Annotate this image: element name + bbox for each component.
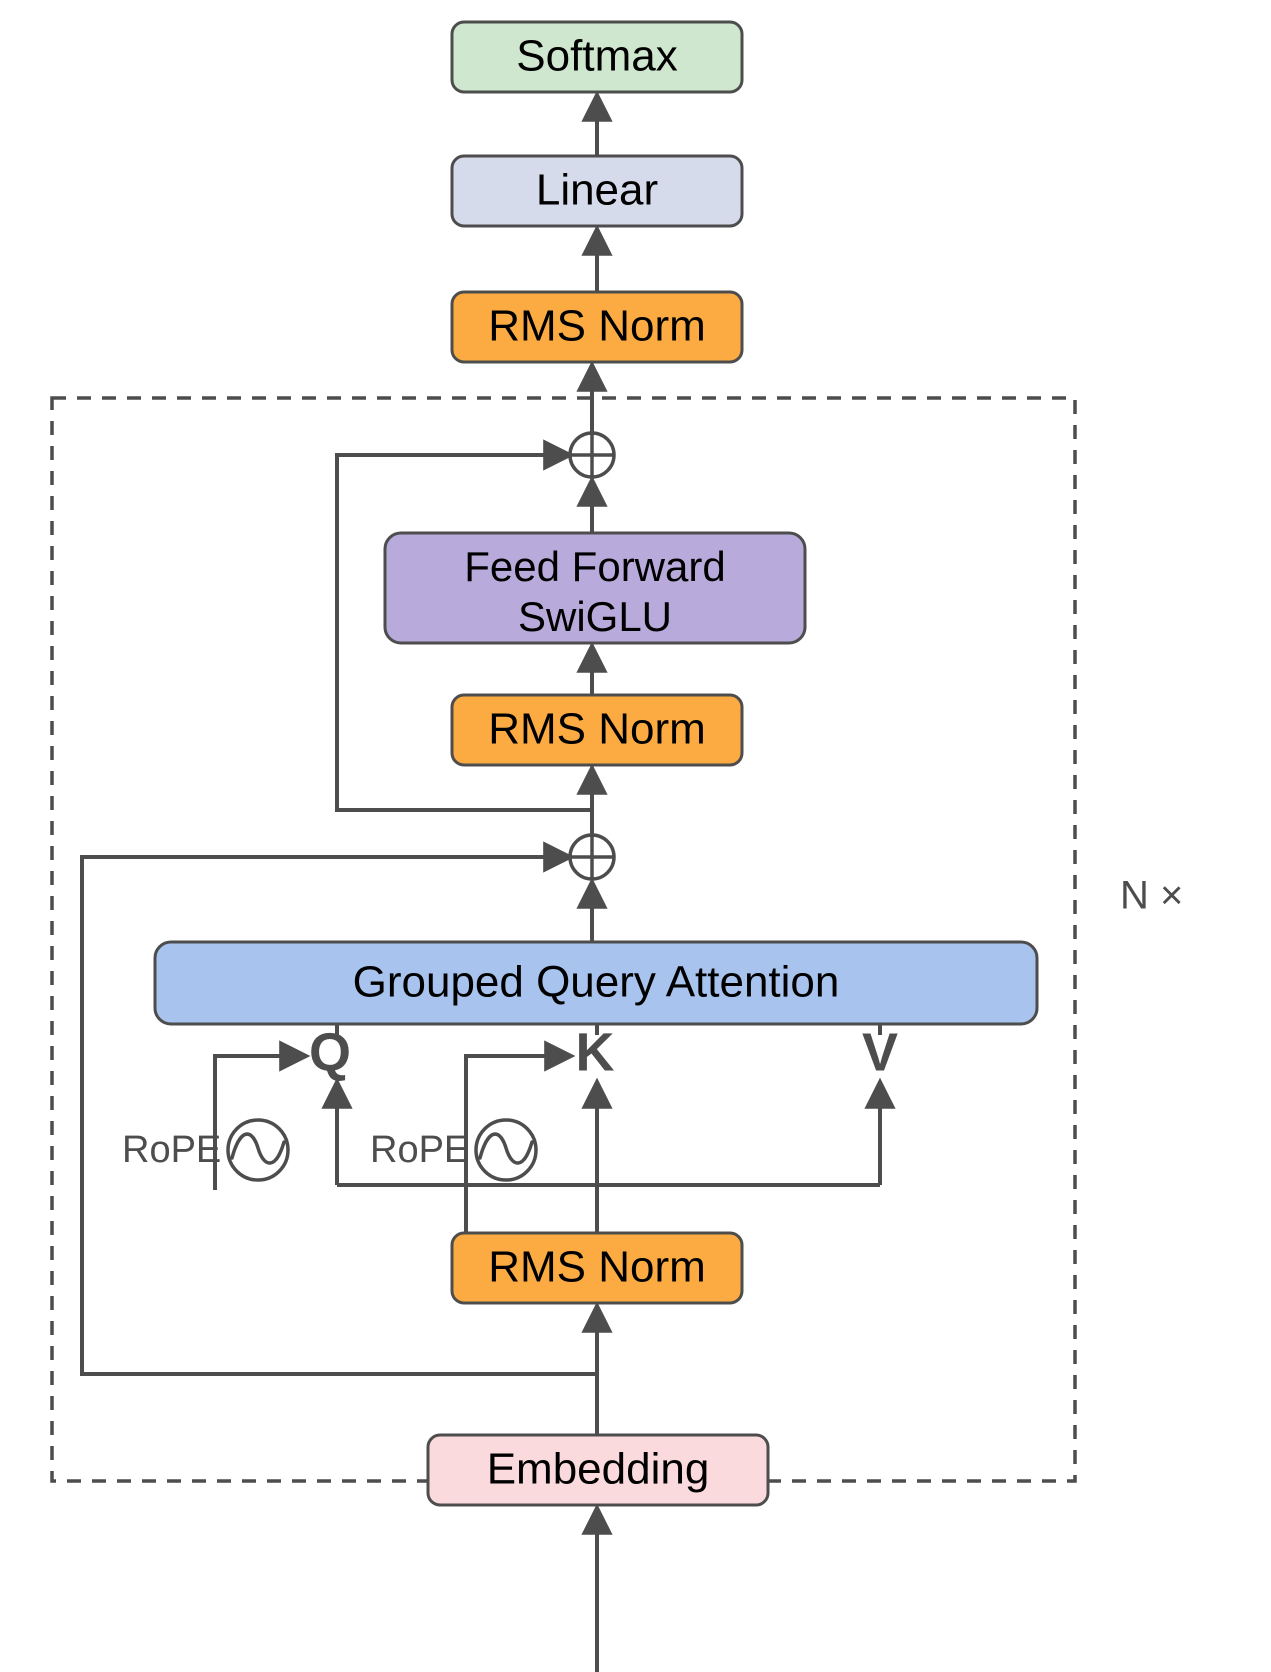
node-rms-norm-mid[interactable]: RMS Norm — [450, 693, 744, 767]
grouped-query-attention-label: Grouped Query Attention — [353, 958, 840, 1007]
adder-attention — [568, 833, 616, 881]
node-feed-forward[interactable]: Feed Forward SwiGLU — [383, 531, 807, 645]
rms-norm-bottom-box[interactable] — [450, 1231, 744, 1305]
rope-key-wave-icon — [478, 1132, 534, 1165]
rope-key-label: RoPE — [370, 1129, 469, 1171]
softmax-label: Softmax — [516, 32, 677, 81]
repeated-block-outline — [50, 396, 1077, 1483]
arrow-rope-q-to-q — [213, 1040, 311, 1190]
node-grouped-query-attention[interactable]: Grouped Query Attention — [153, 940, 1039, 1026]
adder-feedforward — [568, 431, 616, 479]
grouped-query-attention-box[interactable] — [153, 940, 1039, 1026]
rope-query-wave-icon — [230, 1132, 286, 1165]
feed-forward-label-line1: Feed Forward — [464, 543, 725, 590]
node-linear[interactable]: Linear — [450, 154, 744, 228]
feed-forward-box[interactable] — [383, 531, 807, 645]
key-label: K — [576, 1022, 615, 1082]
node-rms-norm-bottom[interactable]: RMS Norm — [450, 1231, 744, 1305]
rms-norm-mid-label: RMS Norm — [488, 705, 706, 754]
rope-module-key[interactable]: RoPE — [370, 1118, 538, 1182]
rms-norm-bottom-label: RMS Norm — [488, 1243, 706, 1292]
node-softmax[interactable]: Softmax — [450, 20, 744, 94]
rope-query-label: RoPE — [122, 1129, 221, 1171]
linear-label: Linear — [536, 166, 658, 215]
rope-module-query[interactable]: RoPE — [122, 1118, 290, 1182]
value-label: V — [862, 1022, 898, 1082]
residual-attention-path — [80, 841, 597, 1376]
feed-forward-label-line2: SwiGLU — [518, 593, 672, 640]
rope-query-icon — [226, 1118, 290, 1182]
arrow-rope-k-to-k — [464, 1040, 576, 1245]
node-embedding[interactable]: Embedding — [426, 1433, 770, 1507]
linear-box[interactable] — [450, 154, 744, 228]
embedding-label: Embedding — [487, 1445, 710, 1494]
rms-norm-top-label: RMS Norm — [488, 302, 706, 351]
repeat-count-label: N × — [1120, 874, 1183, 918]
query-label: Q — [309, 1022, 351, 1082]
rms-norm-top-box[interactable] — [450, 290, 744, 364]
embedding-box[interactable] — [426, 1433, 770, 1507]
node-rms-norm-top[interactable]: RMS Norm — [450, 290, 744, 364]
rms-norm-mid-box[interactable] — [450, 693, 744, 767]
rope-key-icon — [474, 1118, 538, 1182]
residual-feedforward-path — [335, 439, 592, 812]
softmax-box[interactable] — [450, 20, 744, 94]
